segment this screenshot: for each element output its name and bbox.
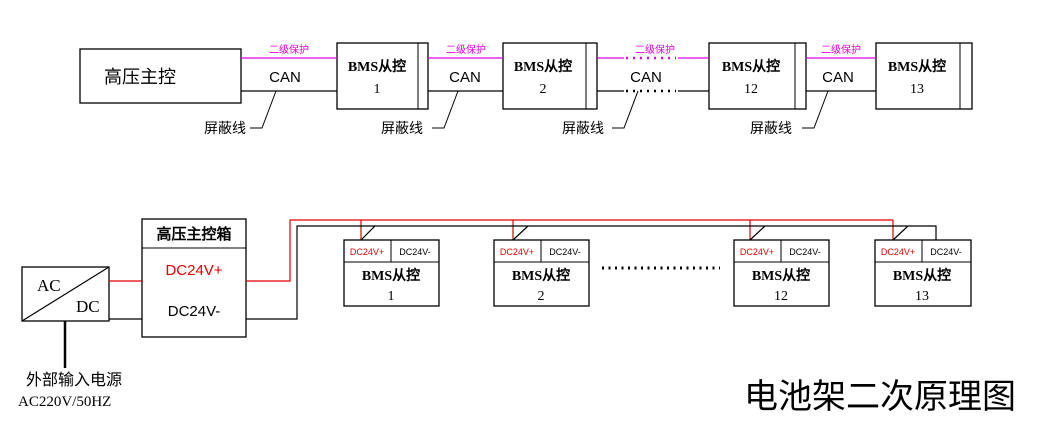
main-box-title: 高压主控箱 — [156, 225, 231, 243]
power-diagram: AC DC 外部输入电源 AC220V/50HZ 高压主控箱 DC24V+ DC… — [18, 218, 972, 410]
can-label: CAN — [449, 69, 481, 86]
power-source-title: 外部输入电源 — [26, 371, 122, 389]
protection-label: 二级保护 — [446, 43, 486, 56]
shield-leader — [250, 90, 277, 129]
slave-dc-plus: DC24V+ — [350, 247, 384, 257]
can-link-2: 二级保护 CAN 屏蔽线 — [381, 43, 503, 136]
negative-link — [749, 225, 908, 241]
can-label: CAN — [822, 69, 854, 86]
shield-label: 屏蔽线 — [562, 120, 604, 136]
slave-dc-minus: DC24V- — [789, 247, 821, 257]
slave-title: BMS从控 — [888, 58, 946, 75]
protection-label: 二级保护 — [821, 43, 861, 56]
shield-label: 屏蔽线 — [204, 120, 246, 136]
slave-number: 1 — [388, 289, 395, 304]
negative-bus — [246, 225, 937, 320]
ac-dc-converter: AC DC — [21, 266, 110, 368]
positive-bus — [246, 219, 894, 282]
protection-label: 二级保护 — [269, 43, 309, 56]
can-label: CAN — [630, 69, 662, 86]
slave-number: 13 — [915, 289, 929, 304]
bottom-slave-2: DC24V+ DC24V- BMS从控 2 — [493, 239, 590, 307]
shield-leader — [612, 90, 639, 129]
can-link-3: 二级保护 CAN 屏蔽线 — [562, 43, 709, 136]
slave-dc-minus: DC24V- — [549, 247, 581, 257]
top-slave-1: BMS从控 1 — [336, 42, 429, 110]
slave-dc-plus: DC24V+ — [500, 247, 534, 257]
slave-title: BMS从控 — [512, 267, 570, 284]
slave-title: BMS从控 — [348, 58, 406, 75]
slave-dc-plus: DC24V+ — [881, 247, 915, 257]
bottom-slave-13: DC24V+ DC24V- BMS从控 13 — [874, 239, 972, 307]
can-link-4: 二级保护 CAN 屏蔽线 — [750, 43, 876, 136]
shield-leader — [432, 90, 459, 129]
slave-title: BMS从控 — [514, 58, 572, 75]
dc-label: DC — [76, 297, 100, 316]
slave-title: BMS从控 — [362, 267, 420, 284]
shield-label: 屏蔽线 — [750, 120, 792, 136]
negative-main-wire — [246, 225, 375, 320]
top-slave-2: BMS从控 2 — [502, 42, 598, 110]
diagram-title: 电池架二次原理图 — [744, 378, 1016, 416]
main-box-frame — [141, 218, 247, 338]
converter-diagonal — [21, 266, 110, 322]
dc-plus-label: DC24V+ — [165, 262, 222, 279]
slave-number: 2 — [540, 82, 547, 97]
can-link-1: 二级保护 CAN 屏蔽线 — [204, 43, 337, 136]
slave-number: 13 — [910, 82, 924, 97]
slave-dc-plus: DC24V+ — [740, 247, 774, 257]
slave-title: BMS从控 — [893, 267, 951, 284]
main-controller-box — [79, 48, 242, 104]
slave-number: 2 — [538, 289, 545, 304]
negative-link — [360, 225, 528, 241]
negative-link — [892, 225, 937, 241]
slave-dc-minus: DC24V- — [930, 247, 962, 257]
slave-title: BMS从控 — [752, 267, 810, 284]
bottom-slave-12: DC24V+ DC24V- BMS从控 12 — [733, 239, 830, 307]
slave-box — [502, 42, 598, 110]
main-controller-label: 高压主控 — [104, 67, 176, 87]
slave-title: BMS从控 — [722, 58, 780, 75]
main-control-box: 高压主控箱 DC24V+ DC24V- — [141, 218, 247, 338]
shield-label: 屏蔽线 — [381, 120, 423, 136]
top-slave-12: BMS从控 12 — [708, 42, 807, 110]
slave-box — [336, 42, 429, 110]
top-slave-13: BMS从控 13 — [875, 42, 973, 110]
positive-main-wire — [246, 219, 361, 282]
slave-box — [708, 42, 807, 110]
negative-link — [512, 225, 560, 241]
dc-minus-label: DC24V- — [168, 303, 221, 320]
slave-number: 12 — [744, 82, 758, 97]
slave-box — [874, 239, 972, 307]
slave-dc-minus: DC24V- — [399, 247, 431, 257]
ac-label: AC — [37, 276, 61, 295]
can-label: CAN — [269, 69, 301, 86]
bottom-slave-1: DC24V+ DC24V- BMS从控 1 — [343, 239, 440, 307]
slave-box — [875, 42, 973, 110]
power-source-spec: AC220V/50HZ — [18, 394, 111, 410]
slave-number: 12 — [774, 289, 788, 304]
protection-label: 二级保护 — [635, 43, 675, 56]
slave-number: 1 — [374, 82, 381, 97]
can-bus-diagram: 高压主控 BMS从控 1 BMS从控 2 BMS从控 12 BMS从控 13 — [79, 42, 973, 136]
shield-leader — [802, 90, 829, 129]
